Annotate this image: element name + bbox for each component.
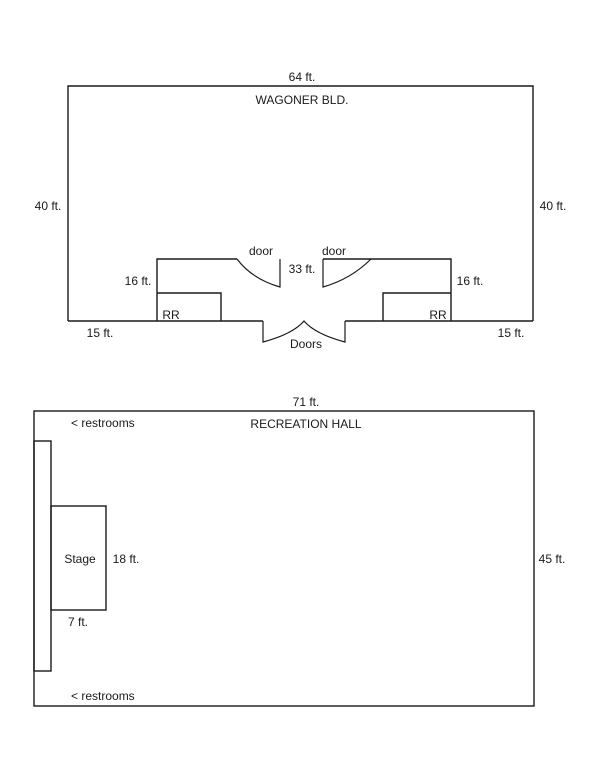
restrooms-top-label: < restrooms [71,416,135,430]
door-left-swing [236,258,281,288]
wagoner-left-height: 40 ft. [35,199,62,213]
wagoner-outer-wall [67,85,534,321]
wagoner-top-width: 64 ft. [289,70,316,84]
recreation-right-height: 45 ft. [539,552,566,566]
wing-left-depth-label: 16 ft. [125,274,152,288]
stage-label: Stage [64,552,96,566]
wagoner-title: WAGONER BLD. [256,93,349,107]
wagoner-right-height: 40 ft. [540,199,567,213]
side-strip [33,440,52,672]
lobby-wall [156,258,452,321]
recreation-outer-wall [33,410,535,707]
recreation-title: RECREATION HALL [250,417,361,431]
entrance-doors-label: Doors [290,337,322,351]
door-left-label: door [249,244,273,258]
stage-width-label: 7 ft. [68,615,88,629]
wing-right-depth-label: 16 ft. [457,274,484,288]
recreation-hall: 71 ft. RECREATION HALL < restrooms < res… [33,395,566,707]
door-right-swing [322,258,372,288]
door-right-label: door [322,244,346,258]
entrance-doors [262,320,346,343]
recreation-top-width: 71 ft. [293,395,320,409]
bottom-right-width-label: 15 ft. [498,326,525,340]
restroom-left-wall [157,292,222,321]
restrooms-bottom-label: < restrooms [71,689,135,703]
stage [50,505,107,611]
stage-depth-label: 18 ft. [113,552,140,566]
lobby-width-label: 33 ft. [289,262,316,276]
bottom-left-width-label: 15 ft. [87,326,114,340]
restroom-right-wall [382,292,451,321]
wagoner-building: WAGONER BLD. 64 ft. 40 ft. 40 ft. door d… [35,70,567,351]
restroom-right-label: RR [429,308,447,322]
restroom-left-label: RR [162,308,180,322]
